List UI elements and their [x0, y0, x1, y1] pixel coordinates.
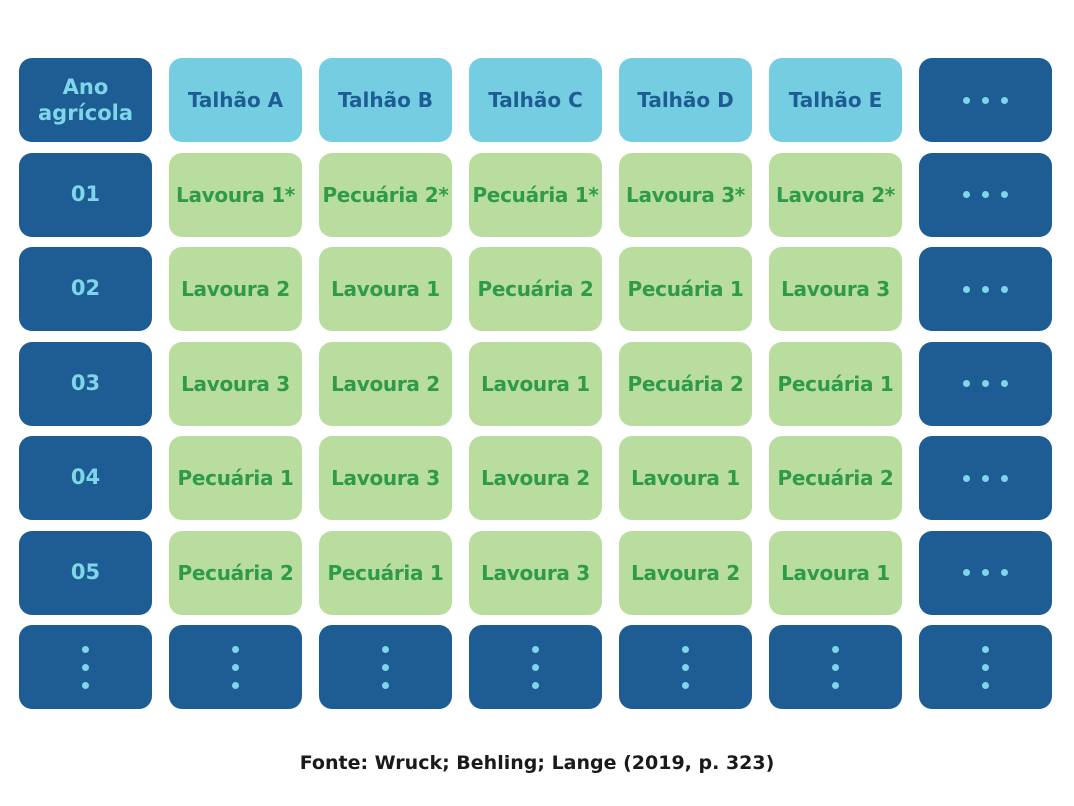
dot-icon	[232, 645, 239, 653]
activity-cell: Lavoura 3*	[619, 152, 752, 237]
dot-icon	[982, 474, 989, 482]
year-header: Ano agrícola	[19, 58, 152, 142]
dot-icon	[832, 681, 839, 689]
dot-icon	[382, 681, 389, 689]
more-plots-ellipsis	[919, 530, 1052, 615]
plot-header-c: Talhão C	[469, 58, 602, 142]
activity-cell: Lavoura 1	[319, 247, 452, 331]
dot-icon	[532, 681, 539, 689]
activity-cell: Lavoura 1	[619, 436, 752, 520]
more-plots-ellipsis	[919, 247, 1052, 331]
dot-icon	[532, 663, 539, 671]
more-years-ellipsis	[169, 625, 302, 709]
more-plots-ellipsis	[919, 436, 1052, 520]
rotation-grid: Ano agrícola Talhão A Talhão B Talhão C …	[19, 58, 1052, 709]
dot-icon	[682, 681, 689, 689]
activity-cell: Lavoura 2	[619, 530, 752, 615]
dot-icon	[982, 663, 989, 671]
dot-icon	[963, 474, 970, 482]
dot-icon	[982, 380, 989, 387]
dot-icon	[982, 681, 989, 689]
dot-icon	[1001, 569, 1008, 576]
dot-icon	[963, 191, 970, 198]
dot-icon	[382, 663, 389, 671]
year-cell: 04	[19, 436, 152, 520]
activity-cell: Lavoura 1	[769, 530, 902, 615]
dot-icon	[82, 663, 89, 671]
activity-cell: Lavoura 3	[319, 436, 452, 520]
dot-icon	[232, 663, 239, 671]
more-years-ellipsis	[919, 625, 1052, 709]
dot-icon	[1001, 96, 1008, 104]
activity-cell: Pecuária 2	[769, 436, 902, 520]
dot-icon	[1001, 285, 1008, 293]
more-years-ellipsis	[619, 625, 752, 709]
year-cell: 02	[19, 247, 152, 331]
year-cell: 03	[19, 341, 152, 426]
dot-icon	[832, 663, 839, 671]
more-years-ellipsis	[769, 625, 902, 709]
activity-cell: Lavoura 3	[469, 530, 602, 615]
activity-cell: Pecuária 1	[769, 341, 902, 426]
activity-cell: Pecuária 2*	[319, 152, 452, 237]
source-caption: Fonte: Wruck; Behling; Lange (2019, p. 3…	[299, 752, 775, 774]
dot-icon	[963, 569, 970, 576]
more-plots-ellipsis	[919, 58, 1052, 142]
activity-cell: Pecuária 2	[619, 341, 752, 426]
dot-icon	[682, 645, 689, 653]
dot-icon	[532, 645, 539, 653]
dot-icon	[82, 645, 89, 653]
dot-icon	[1001, 474, 1008, 482]
plot-header-e: Talhão E	[769, 58, 902, 142]
dot-icon	[982, 569, 989, 576]
activity-cell: Lavoura 2	[169, 247, 302, 331]
activity-cell: Lavoura 1*	[169, 152, 302, 237]
activity-cell: Pecuária 1	[619, 247, 752, 331]
activity-cell: Pecuária 2	[469, 247, 602, 331]
dot-icon	[982, 285, 989, 293]
dot-icon	[963, 380, 970, 387]
activity-cell: Lavoura 2	[319, 341, 452, 426]
dot-icon	[382, 645, 389, 653]
dot-icon	[982, 645, 989, 653]
dot-icon	[82, 681, 89, 689]
plot-header-b: Talhão B	[319, 58, 452, 142]
activity-cell: Lavoura 3	[169, 341, 302, 426]
activity-cell: Pecuária 1	[319, 530, 452, 615]
dot-icon	[982, 96, 989, 104]
activity-cell: Lavoura 2*	[769, 152, 902, 237]
more-plots-ellipsis	[919, 152, 1052, 237]
activity-cell: Pecuária 1	[169, 436, 302, 520]
activity-cell: Lavoura 1	[469, 341, 602, 426]
more-years-ellipsis	[19, 625, 152, 709]
more-years-ellipsis	[319, 625, 452, 709]
activity-cell: Pecuária 2	[169, 530, 302, 615]
year-cell: 01	[19, 152, 152, 237]
dot-icon	[1001, 380, 1008, 387]
activity-cell: Lavoura 2	[469, 436, 602, 520]
dot-icon	[1001, 191, 1008, 198]
dot-icon	[232, 681, 239, 689]
dot-icon	[982, 191, 989, 198]
activity-cell: Pecuária 1*	[469, 152, 602, 237]
year-cell: 05	[19, 530, 152, 615]
dot-icon	[963, 96, 970, 104]
plot-header-d: Talhão D	[619, 58, 752, 142]
more-years-ellipsis	[469, 625, 602, 709]
more-plots-ellipsis	[919, 341, 1052, 426]
dot-icon	[682, 663, 689, 671]
plot-header-a: Talhão A	[169, 58, 302, 142]
dot-icon	[832, 645, 839, 653]
dot-icon	[963, 285, 970, 293]
activity-cell: Lavoura 3	[769, 247, 902, 331]
